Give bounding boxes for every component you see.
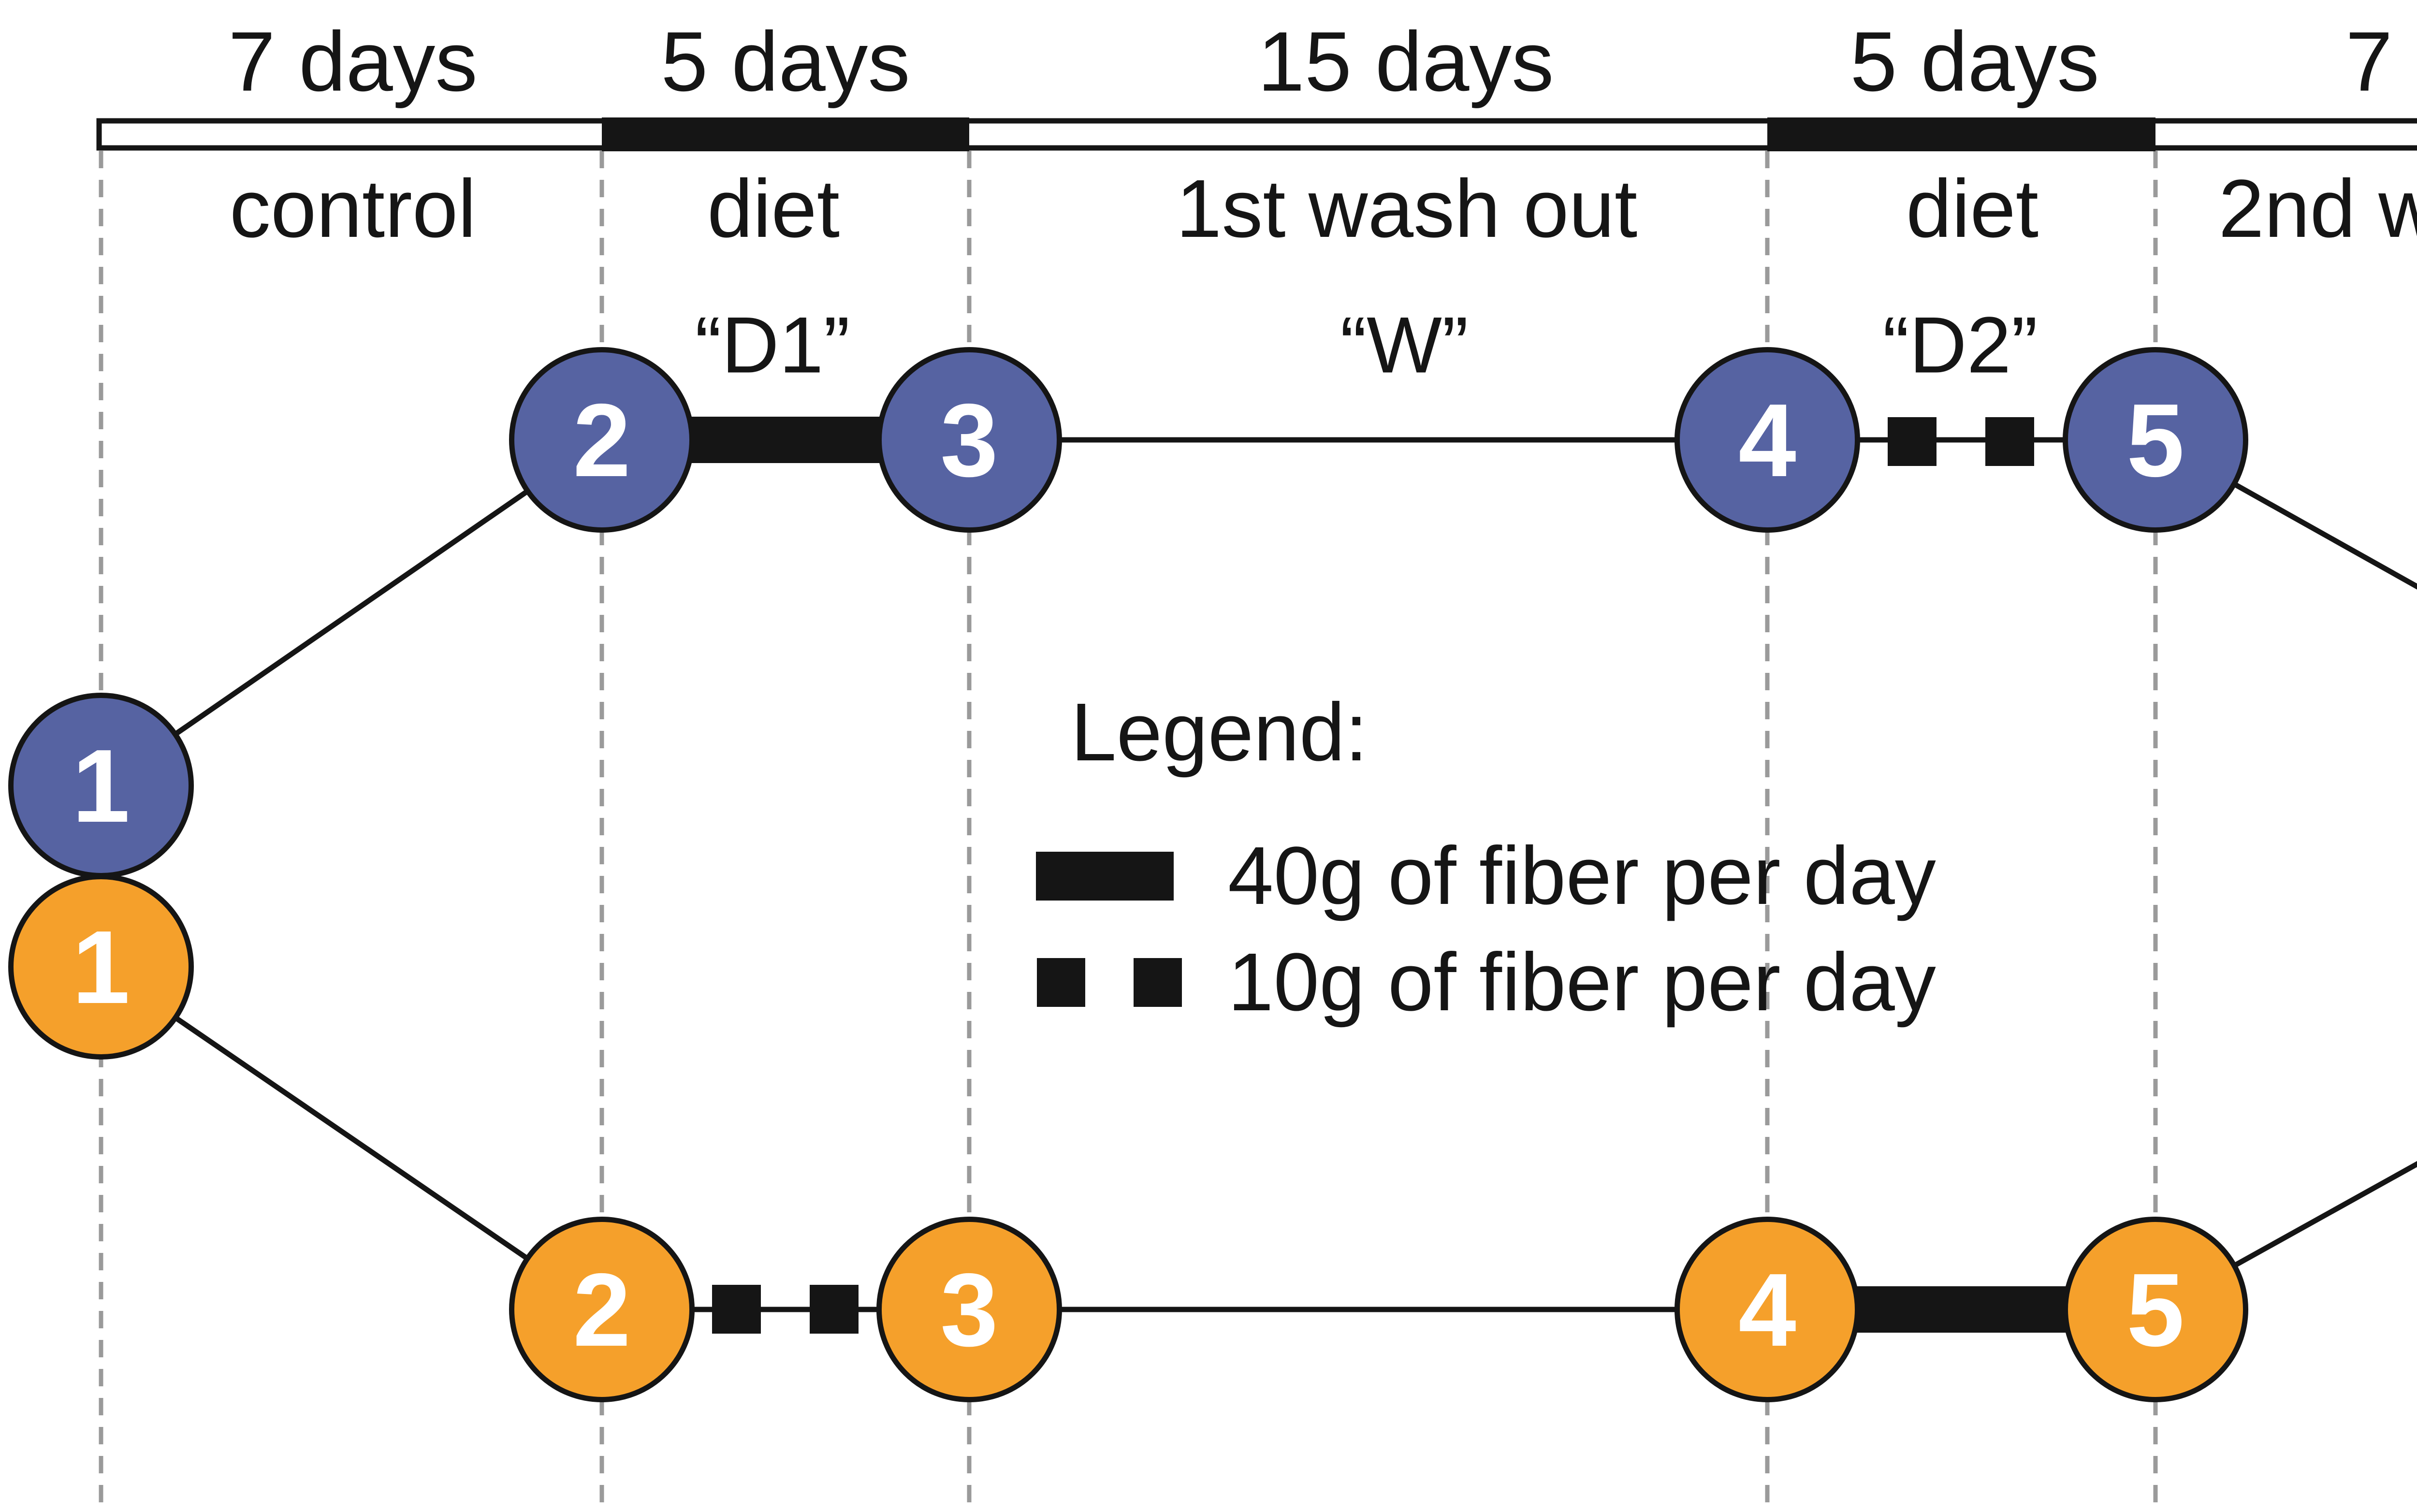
orange-node-2-number: 2 <box>573 1251 631 1368</box>
blue-node-4: 4 <box>1674 347 1860 533</box>
blue-edge-4-5-10g-square-a <box>1888 417 1937 466</box>
phase-label-washout2: 2nd wash out <box>2218 163 2417 255</box>
period-code-d2: “D2” <box>1882 300 2038 390</box>
legend-40g-label: 40g of fiber per day <box>1228 830 1936 922</box>
orange-node-4: 4 <box>1674 1217 1860 1402</box>
duration-label-diet1: 5 days <box>661 15 910 109</box>
duration-label-control: 7 days <box>228 15 478 109</box>
phase-label-washout1: 1st wash out <box>1176 163 1638 255</box>
legend-10g-square-swatch-a <box>1037 958 1085 1007</box>
timeline-diet1-segment <box>602 117 969 151</box>
orange-edge-2-3-10g-square-b <box>810 1285 859 1334</box>
blue-node-1: 1 <box>8 693 194 878</box>
period-code-d1: “D1” <box>695 300 850 390</box>
phase-label-diet2: diet <box>1906 163 2039 255</box>
blue-node-5: 5 <box>2063 347 2248 533</box>
blue-node-1-number: 1 <box>72 727 130 844</box>
orange-edge-5-6 <box>2154 1161 2417 1312</box>
orange-node-3-number: 3 <box>940 1251 998 1368</box>
duration-label-diet2: 5 days <box>1850 15 2099 109</box>
orange-node-5: 5 <box>2063 1217 2248 1402</box>
duration-label-washout2: 7 days <box>2345 15 2417 109</box>
duration-label-washout1: 15 days <box>1257 15 1554 109</box>
legend-40g-bar-swatch <box>1036 852 1174 901</box>
phase-label-control: control <box>229 163 477 255</box>
orange-node-1-number: 1 <box>72 908 130 1025</box>
blue-node-3-number: 3 <box>940 381 998 498</box>
blue-node-2: 2 <box>509 347 695 533</box>
orange-node-4-number: 4 <box>1738 1251 1796 1368</box>
legend-10g-label: 10g of fiber per day <box>1228 936 1936 1028</box>
orange-node-1: 1 <box>8 874 194 1060</box>
orange-node-3: 3 <box>876 1217 1062 1402</box>
orange-edge-1-2 <box>99 964 604 1312</box>
legend-10g-square-swatch-b <box>1134 958 1182 1007</box>
period-code-w: “W” <box>1340 300 1469 390</box>
blue-edge-4-5-10g-square-b <box>1985 417 2034 466</box>
blue-edge-1-2 <box>99 437 604 788</box>
blue-edge-5-6 <box>2154 437 2417 590</box>
blue-node-4-number: 4 <box>1738 381 1796 498</box>
blue-node-3: 3 <box>876 347 1062 533</box>
orange-node-2: 2 <box>509 1217 695 1402</box>
blue-node-5-number: 5 <box>2126 381 2184 498</box>
orange-node-5-number: 5 <box>2126 1251 2184 1368</box>
legend-title: Legend: <box>1071 686 1368 778</box>
blue-node-2-number: 2 <box>573 381 631 498</box>
orange-edge-2-3-10g-square-a <box>712 1285 761 1334</box>
timeline-diet2-segment <box>1767 117 2155 151</box>
phase-label-diet1: diet <box>707 163 840 255</box>
